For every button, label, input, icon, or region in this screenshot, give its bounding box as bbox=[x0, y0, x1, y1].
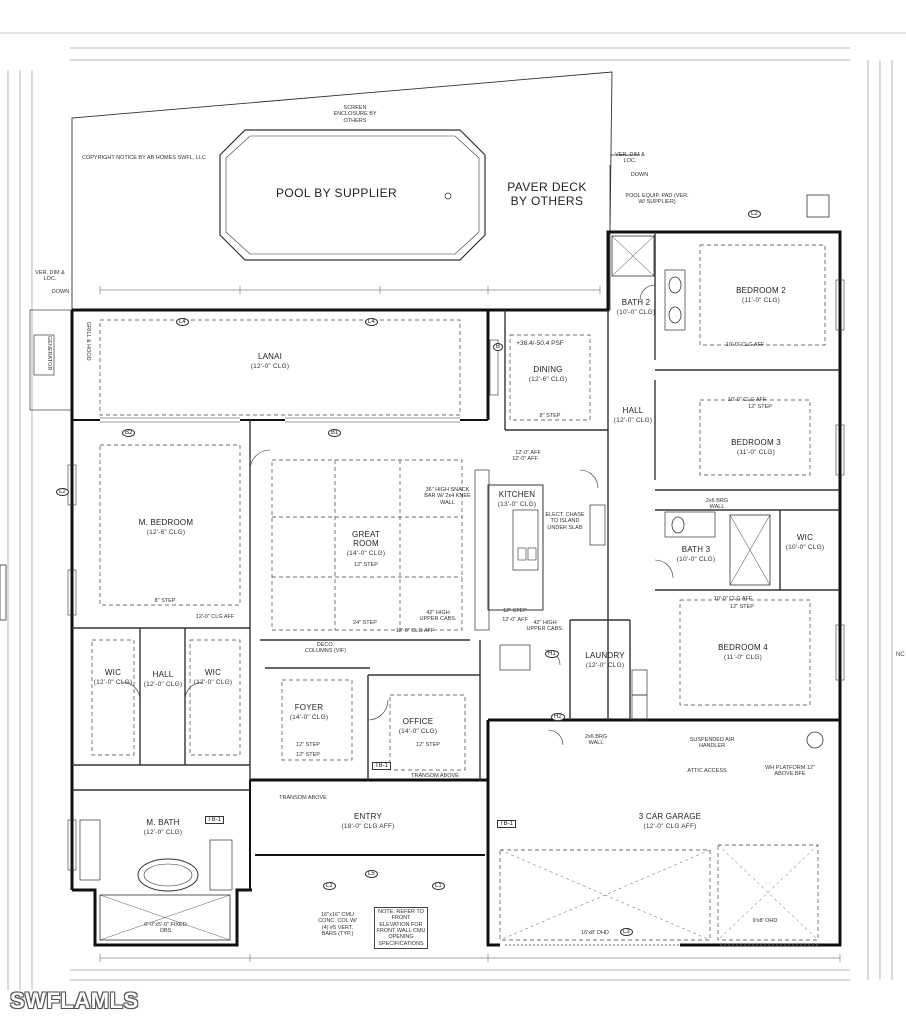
cmu-col-note: 16"x16" CMU CONC. COL W/ (4) #5 VERT. BA… bbox=[318, 912, 357, 937]
copyright-note: COPYRIGHT NOTICE BY AB HOMES SWFL, LLC bbox=[82, 155, 206, 161]
room-great-room: GREAT ROOM(14'-0" CLG) bbox=[346, 530, 386, 558]
ceiling-label: 10'-0" CLG AFF bbox=[727, 397, 767, 403]
room-laundry: LAUNDRY(12'-0" CLG) bbox=[585, 651, 625, 670]
pool-equip-note: POOL EQUIP. PAD (VER. W/ SUPPLIER) bbox=[625, 193, 689, 206]
room-bedroom-3: BEDROOM 3(11'-0" CLG) bbox=[731, 438, 781, 457]
transom-above-2: TRANSOM ABOVE bbox=[411, 773, 459, 779]
step-label: 24" STEP bbox=[353, 620, 377, 626]
room-dining: DINING(12'-6" CLG) bbox=[528, 365, 568, 384]
window-tag: L2 bbox=[748, 210, 761, 218]
upper-cabs-note-1: 42" HIGH UPPER CABS. bbox=[419, 610, 457, 623]
door-tag: H2 bbox=[551, 713, 565, 721]
window-tag: L2 bbox=[56, 488, 69, 496]
transom-above-1: TRANSOM ABOVE bbox=[279, 795, 327, 801]
transom-tag: TB-1 bbox=[372, 762, 392, 770]
step-label: 12" STEP bbox=[296, 742, 320, 748]
step-label: 12" STEP bbox=[296, 752, 320, 758]
ceiling-label: 10'-0" CLG AFF bbox=[713, 596, 753, 602]
ceiling-label: 12'-0" AFF bbox=[502, 617, 528, 623]
room-entry: ENTRY(18'-0" CLG AFF) bbox=[341, 812, 395, 831]
fixed-obs-note: 6'-0"x5'-0" FIXED OBS bbox=[144, 922, 187, 935]
edge-label: NC bbox=[896, 652, 905, 658]
window-tag: L3 bbox=[620, 928, 633, 936]
attic-access-note: ATTIC ACCESS bbox=[687, 768, 727, 774]
snack-bar-note: 36" HIGH SNACK BAR W/ 2x4 KNEE WALL bbox=[424, 487, 471, 506]
room-kitchen: KITCHEN(13'-0" CLG) bbox=[497, 490, 537, 509]
door-tag: B1 bbox=[328, 429, 342, 437]
down-right: DOWN bbox=[630, 172, 649, 178]
ohd-label-2: 9'x8' OHD bbox=[752, 918, 778, 924]
window-tag: L4 bbox=[176, 318, 189, 326]
air-handler-note: SUSPENDED AIR HANDLER bbox=[689, 737, 735, 750]
transom-tag: TB-1 bbox=[205, 816, 225, 824]
room-foyer: FOYER(14'-0" CLG) bbox=[289, 703, 329, 722]
transom-tag: TB-1 bbox=[497, 820, 517, 828]
psf-label: +36.4/-50.4 PSF bbox=[516, 340, 564, 347]
paver-deck-label: PAVER DECK BY OTHERS bbox=[507, 180, 587, 208]
mls-watermark: SWFLAMLS bbox=[10, 988, 139, 1013]
deco-columns-note: DECO. COLUMNS (VIF) bbox=[304, 642, 347, 655]
room-wic-bedroom-3: WIC(10'-0" CLG) bbox=[785, 533, 825, 552]
ceiling-label: 12'-0" AFF bbox=[515, 450, 541, 456]
room-master-bath: M. BATH(12'-0" CLG) bbox=[143, 818, 183, 837]
door-tag: B2 bbox=[122, 429, 136, 437]
step-label: 12" STEP bbox=[730, 604, 754, 610]
step-label: 8" STEP bbox=[154, 598, 176, 604]
ceiling-label: 12'-0" AFF bbox=[512, 456, 538, 462]
generator-label: GENERATOR bbox=[46, 335, 53, 371]
step-label: 12" STEP bbox=[503, 608, 527, 614]
upper-cabs-note-2: 42" HIGH UPPER CABS. bbox=[526, 620, 564, 633]
window-tag: L5 bbox=[365, 870, 378, 878]
room-wic-right: WIC(12'-0" CLG) bbox=[193, 668, 233, 687]
ver-dim-left: VER. DIM & LOC. bbox=[35, 270, 65, 283]
room-master-bedroom: M. BEDROOM(12'-6" CLG) bbox=[138, 518, 194, 537]
grill-label: GRILL & HOOD bbox=[85, 321, 92, 361]
window-tag: L1 bbox=[432, 882, 445, 890]
ceiling-label: 10'-0" CLG AFF bbox=[725, 342, 765, 348]
brg-wall-2: 2x6 BRG WALL bbox=[584, 734, 608, 747]
window-tag: L4 bbox=[365, 318, 378, 326]
elevation-note: NOTE: REFER TO FRONT ELEVATION FOR FRONT… bbox=[374, 907, 428, 949]
elect-chase-note: ELECT. CHASE TO ISLAND UNDER SLAB bbox=[545, 512, 585, 531]
step-label: 12" STEP bbox=[748, 404, 772, 410]
room-bedroom-4: BEDROOM 4(11'-0" CLG) bbox=[718, 643, 768, 662]
ceiling-label: 12'-0" CLG AFF bbox=[395, 628, 435, 634]
pool-label: POOL BY SUPPLIER bbox=[276, 186, 398, 200]
room-master-hall: HALL(12'-0" CLG) bbox=[143, 670, 183, 689]
door-tag: H1 bbox=[545, 650, 559, 658]
room-office: OFFICE(14'-0" CLG) bbox=[398, 717, 438, 736]
room-garage: 3 CAR GARAGE(12'-0" CLG AFF) bbox=[638, 812, 702, 831]
room-bath-2: BATH 2(10'-0" CLG) bbox=[616, 298, 656, 317]
room-bedroom-2: BEDROOM 2(11'-0" CLG) bbox=[736, 286, 786, 305]
step-label: 8" STEP bbox=[539, 413, 561, 419]
wh-platform-note: WH PLATFORM 12" ABOVE BFE bbox=[765, 765, 815, 778]
screen-enclosure-note: SCREEN ENCLOSURE BY OTHERS bbox=[333, 105, 377, 124]
room-lanai: LANAI(12'-0" CLG) bbox=[250, 352, 290, 371]
step-label: 12" STEP bbox=[416, 742, 440, 748]
window-tag: L1 bbox=[323, 882, 336, 890]
door-tag: B bbox=[493, 343, 504, 351]
room-wic-left: WIC(12'-0" CLG) bbox=[93, 668, 133, 687]
down-left: DOWN bbox=[51, 289, 70, 295]
brg-wall-1: 2x6 BRG WALL bbox=[705, 498, 729, 511]
step-label: 12" STEP bbox=[354, 562, 378, 568]
ver-dim-right: VER. DIM & LOC. bbox=[615, 152, 645, 165]
room-bath-3: BATH 3(10'-0" CLG) bbox=[676, 545, 716, 564]
ceiling-label: 12'-0" CLG AFF bbox=[195, 614, 235, 620]
ohd-label-1: 16'x8' OHD bbox=[581, 930, 609, 936]
room-hall: HALL(12'-0" CLG) bbox=[613, 406, 653, 425]
